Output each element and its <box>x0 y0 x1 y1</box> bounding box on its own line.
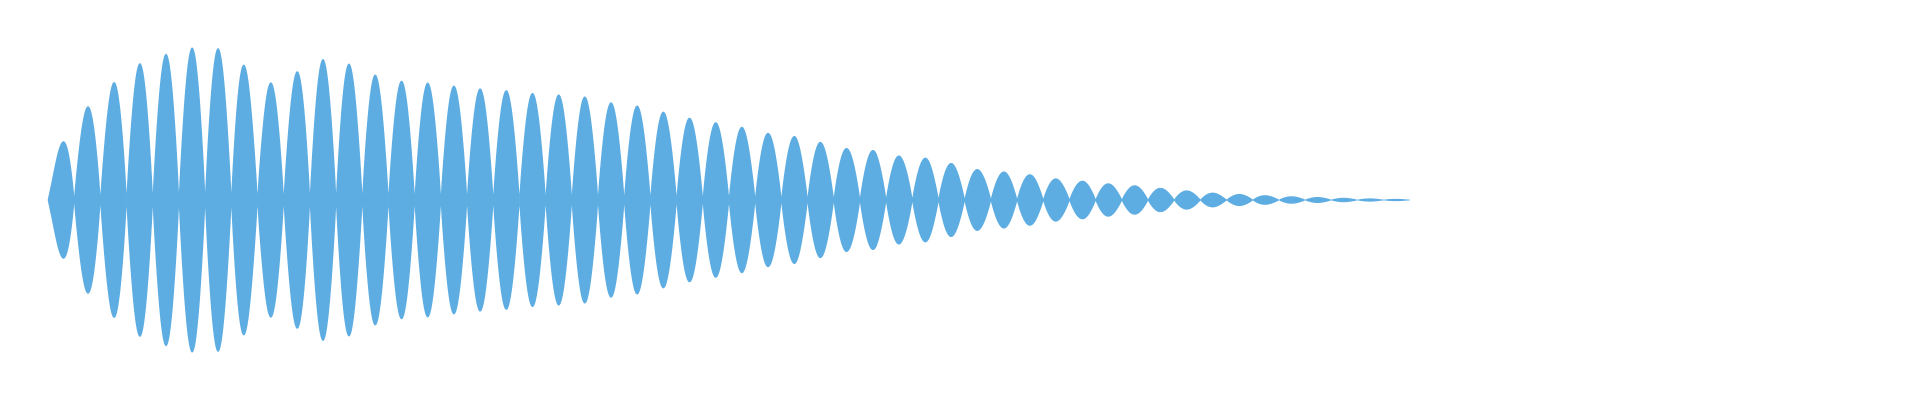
audio-waveform <box>47 47 1411 353</box>
